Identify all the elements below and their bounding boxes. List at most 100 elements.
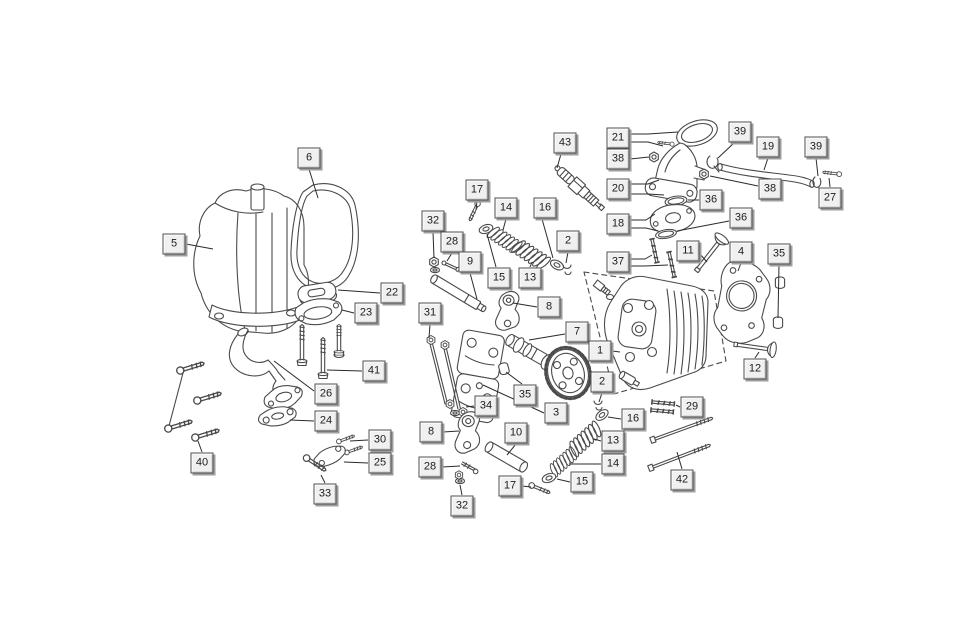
part-callout-39-47[interactable]: 39: [804, 136, 828, 158]
part-callout-29-33[interactable]: 29: [680, 396, 704, 418]
part-callout-20-42[interactable]: 20: [606, 178, 630, 200]
part-callout-43-11[interactable]: 43: [553, 132, 577, 154]
part-callout-35-54[interactable]: 35: [767, 243, 791, 265]
part-callout-11-52[interactable]: 11: [676, 240, 700, 262]
part-callout-22-2[interactable]: 22: [380, 282, 404, 304]
part-callout-17-39[interactable]: 17: [498, 475, 522, 497]
holder-studs: [426, 335, 461, 410]
part-callout-35-26[interactable]: 35: [513, 384, 537, 406]
part-callout-2-18[interactable]: 2: [556, 230, 580, 252]
part-callout-13-20[interactable]: 13: [518, 267, 542, 289]
part-callout-14-31[interactable]: 14: [601, 453, 625, 475]
leader-line-22: [337, 289, 381, 294]
part-callout-2-25[interactable]: 2: [590, 371, 614, 393]
leader-line-5: [185, 243, 214, 250]
part-callout-37-44[interactable]: 37: [606, 251, 630, 273]
part-callout-26-5[interactable]: 26: [314, 383, 338, 405]
part-callout-42-34[interactable]: 42: [670, 469, 694, 491]
part-callout-21-40[interactable]: 21: [606, 127, 630, 149]
leader-line-18: [630, 213, 656, 221]
leader-line-8: [442, 430, 460, 433]
part-callout-16-17[interactable]: 16: [533, 197, 557, 219]
part-callout-7-23[interactable]: 7: [565, 321, 589, 343]
leader-line-35: [777, 264, 780, 319]
part-callout-25-9[interactable]: 25: [368, 452, 392, 474]
leader-line-40: [197, 440, 203, 453]
leader-line-2: [598, 392, 603, 403]
leader-line-43: [556, 153, 562, 169]
part-callout-8-22[interactable]: 8: [537, 296, 561, 318]
part-callout-34-28[interactable]: 34: [474, 395, 498, 417]
breather-cover: [294, 298, 343, 326]
leader-line-33: [320, 474, 326, 484]
part-callout-17-12[interactable]: 17: [465, 179, 489, 201]
leader-line-20: [630, 179, 660, 185]
part-callout-41-4[interactable]: 41: [362, 360, 386, 382]
part-callout-3-27[interactable]: 3: [544, 402, 568, 424]
spark-plug: [554, 165, 606, 212]
leader-line-31: [428, 323, 431, 339]
part-callout-28-37[interactable]: 28: [418, 456, 442, 478]
part-callout-38-49[interactable]: 38: [758, 178, 782, 200]
part-callout-38-41[interactable]: 38: [606, 148, 630, 170]
part-callout-30-8[interactable]: 30: [368, 429, 392, 451]
part-callout-40-7[interactable]: 40: [190, 452, 214, 474]
leader-line-6: [308, 168, 319, 199]
part-callout-24-6[interactable]: 24: [314, 410, 338, 432]
part-callout-18-43[interactable]: 18: [606, 213, 630, 235]
part-callout-4-53[interactable]: 4: [729, 241, 753, 263]
part-callout-39-45[interactable]: 39: [728, 121, 752, 143]
part-callout-15-19[interactable]: 15: [487, 267, 511, 289]
leader-line-41: [326, 369, 363, 372]
leader-line-16: [607, 416, 622, 420]
part-callout-32-13[interactable]: 32: [421, 210, 445, 232]
leader-line-36: [676, 220, 730, 232]
part-callout-16-29[interactable]: 16: [621, 408, 645, 430]
leader-line-39: [717, 142, 735, 159]
rocker-arm-bottom: [454, 411, 481, 454]
part-callout-13-30[interactable]: 13: [601, 430, 625, 452]
part-callout-28-14[interactable]: 28: [440, 231, 464, 253]
part-callout-1-24[interactable]: 1: [588, 340, 612, 362]
rocker-shaft-top: [430, 274, 487, 313]
leader-line-18: [630, 227, 659, 232]
part-callout-23-3[interactable]: 23: [354, 302, 378, 324]
part-callout-12-55[interactable]: 12: [743, 358, 767, 380]
part-callout-10-36[interactable]: 10: [504, 422, 528, 444]
part-callout-27-48[interactable]: 27: [818, 187, 842, 209]
leader-line-30: [349, 439, 369, 442]
leader-line-39: [815, 157, 819, 177]
part-callout-9-15[interactable]: 9: [458, 251, 482, 273]
valve-cover: [193, 183, 309, 334]
manifold-oring-lower: [655, 228, 677, 240]
part-callout-36-50[interactable]: 36: [699, 189, 723, 211]
leader-line-42: [676, 451, 683, 470]
leader-line-28: [446, 252, 453, 262]
part-callout-19-46[interactable]: 19: [756, 136, 780, 158]
leader-line-37: [630, 254, 653, 260]
leader-line-14: [502, 218, 507, 231]
part-callout-15-32[interactable]: 15: [570, 471, 594, 493]
part-callout-14-16[interactable]: 14: [494, 197, 518, 219]
part-callout-6-1[interactable]: 6: [297, 147, 321, 169]
part-callout-8-35[interactable]: 8: [419, 421, 443, 443]
leader-line-15: [556, 478, 571, 483]
part-callout-31-21[interactable]: 31: [418, 302, 442, 324]
leader-line-9: [469, 272, 478, 300]
leader-line-28: [441, 465, 461, 468]
part-callout-36-51[interactable]: 36: [729, 207, 753, 229]
air-pipe: [228, 327, 303, 410]
leader-line-21: [630, 141, 664, 147]
part-callout-33-10[interactable]: 33: [313, 483, 337, 505]
leader-line-23: [341, 309, 355, 314]
part-callout-5-0[interactable]: 5: [162, 233, 186, 255]
part-callout-32-38[interactable]: 32: [450, 495, 474, 517]
leader-line-17: [521, 485, 532, 488]
leader-line-38: [629, 156, 650, 160]
leader-line-4: [737, 262, 742, 272]
leader-line-17: [475, 200, 478, 211]
leader-line-11: [699, 253, 708, 263]
